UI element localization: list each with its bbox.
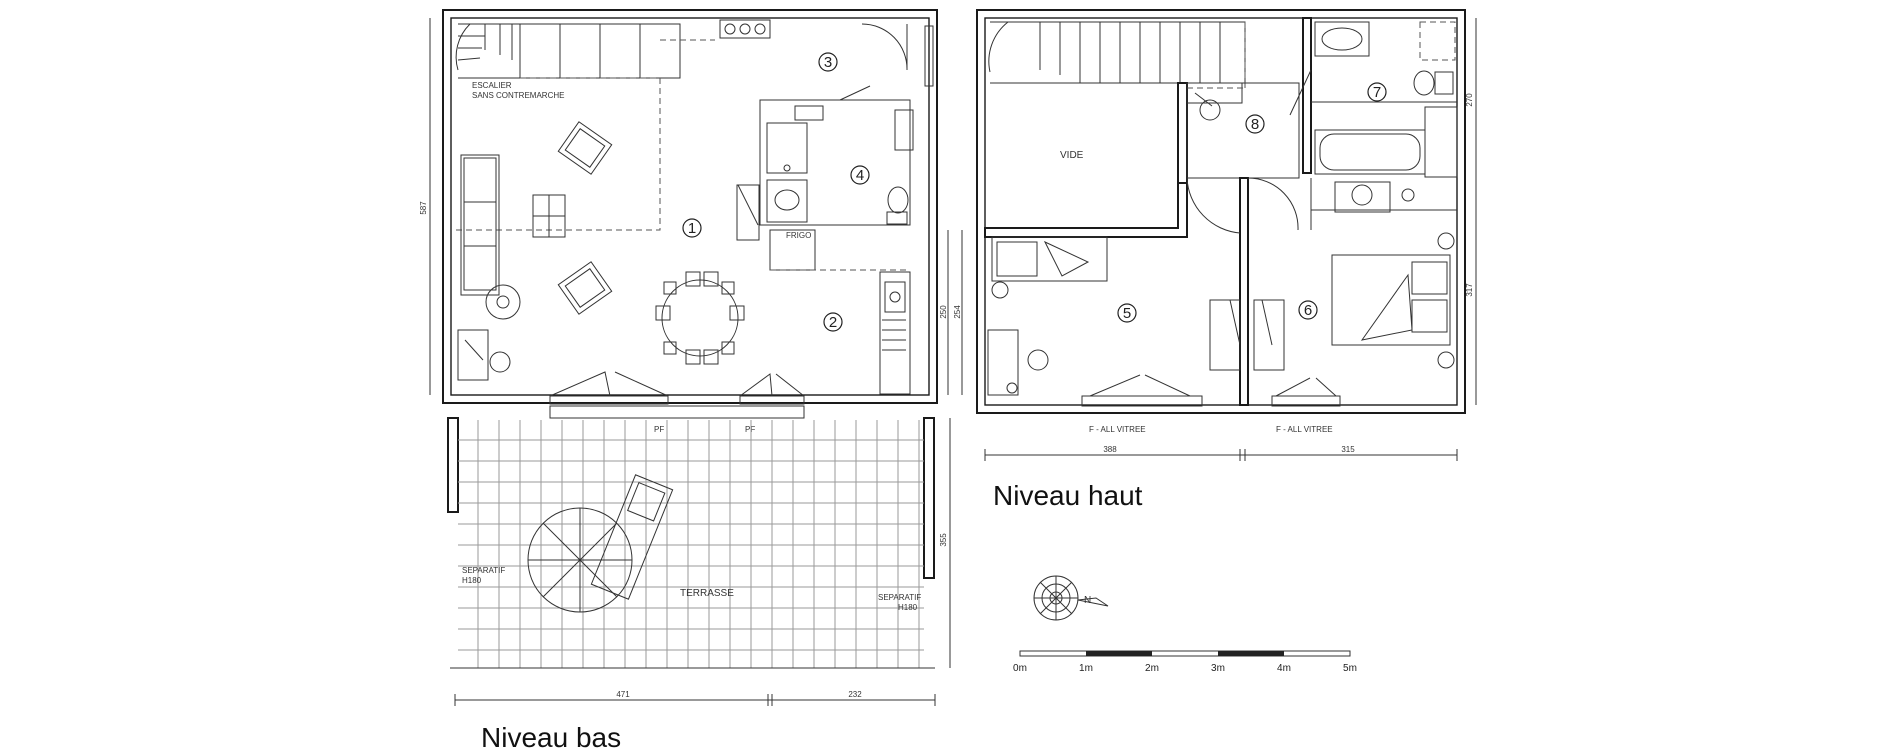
scale-tick-label: 1m — [1079, 663, 1093, 674]
stair-label-1: ESCALIER — [472, 81, 512, 90]
bathroom-upper — [1289, 17, 1458, 213]
upper-level: VIDE — [976, 9, 1477, 511]
terrace: TERRASSE SEPARATIF H180 SEPARATIF H180 3… — [447, 417, 951, 669]
scale-tick-label: 2m — [1145, 663, 1159, 674]
office-upper — [1186, 22, 1300, 179]
dim-upper-side-a: 270 — [1465, 93, 1474, 107]
lower-level-title: Niveau bas — [481, 722, 621, 753]
lower-level: 587 ESCALIER SANS CONTREMARCHE — [419, 9, 963, 753]
stair: ESCALIER SANS CONTREMARCHE — [455, 23, 681, 100]
room-1-number: 1 — [688, 220, 696, 237]
dim-lower-width-b: 232 — [848, 690, 862, 699]
frigo-label: FRIGO — [786, 231, 811, 240]
patio-door-right: PF — [739, 373, 805, 434]
dining-table-icon — [655, 271, 745, 365]
dim-upper-side-b: 317 — [1465, 283, 1474, 297]
vide-label: VIDE — [1060, 150, 1084, 161]
bedroom-6 — [1253, 232, 1455, 371]
window-right-label: F - ALL VITREE — [1276, 425, 1333, 434]
pf-right-label: PF — [745, 425, 755, 434]
bathroom-lower — [736, 85, 914, 241]
scale-bar: 0m 1m 2m 3m 4m 5m — [1013, 650, 1357, 674]
coffee-table-icon — [532, 194, 566, 238]
room-5: 5 — [1117, 303, 1137, 323]
window-upper-right: F - ALL VITREE — [1271, 377, 1341, 434]
compass-icon: N — [1033, 575, 1109, 621]
dim-kitchen-b: 254 — [953, 305, 962, 319]
room-7: 7 — [1367, 82, 1387, 102]
dim-kitchen-a: 250 — [939, 305, 948, 319]
room-1: 1 — [682, 218, 702, 238]
room-5-number: 5 — [1123, 305, 1131, 322]
dim-lower-width-a: 471 — [616, 690, 630, 699]
patio-door-left: PF — [549, 371, 669, 434]
terrasse-label: TERRASSE — [680, 588, 734, 599]
desk-icon — [457, 329, 511, 381]
upper-level-title: Niveau haut — [993, 480, 1143, 511]
room-8: 8 — [1245, 114, 1265, 134]
pf-left-label: PF — [654, 425, 664, 434]
room-4: 4 — [850, 165, 870, 185]
armchair-icon — [557, 261, 613, 315]
room-6-number: 6 — [1304, 302, 1312, 319]
bedroom-5 — [987, 236, 1241, 396]
dim-terrace: 355 — [939, 533, 948, 547]
dim-upper-width-b: 315 — [1341, 445, 1355, 454]
dim-lower-depth: 587 — [419, 201, 428, 215]
scale-tick-label: 3m — [1211, 663, 1225, 674]
separatif-right-2: H180 — [898, 603, 918, 612]
kitchen: FRIGO — [769, 229, 911, 395]
room-3: 3 — [818, 52, 838, 72]
window-left-label: F - ALL VITREE — [1089, 425, 1146, 434]
scale-tick-label: 5m — [1343, 663, 1357, 674]
room-3-number: 3 — [824, 54, 832, 71]
separatif-left-2: H180 — [462, 576, 482, 585]
window-upper-left: F - ALL VITREE — [1081, 374, 1203, 434]
plant-icon — [485, 284, 521, 320]
room-2: 2 — [823, 312, 843, 332]
cooktop-icon — [719, 19, 771, 39]
room-2-number: 2 — [829, 314, 837, 331]
scale-tick-label: 0m — [1013, 663, 1027, 674]
sofa-icon — [460, 154, 500, 296]
room-4-number: 4 — [856, 167, 864, 184]
separatif-right-1: SEPARATIF — [878, 593, 921, 602]
dim-upper-width-a: 388 — [1103, 445, 1117, 454]
stair-label-2: SANS CONTREMARCHE — [472, 91, 564, 100]
scale-tick-label: 4m — [1277, 663, 1291, 674]
separatif-left-1: SEPARATIF — [462, 566, 505, 575]
compass-north: N — [1084, 595, 1091, 606]
room-7-number: 7 — [1373, 84, 1381, 101]
room-6: 6 — [1298, 300, 1318, 320]
armchair-icon — [557, 121, 613, 175]
room-8-number: 8 — [1251, 116, 1259, 133]
